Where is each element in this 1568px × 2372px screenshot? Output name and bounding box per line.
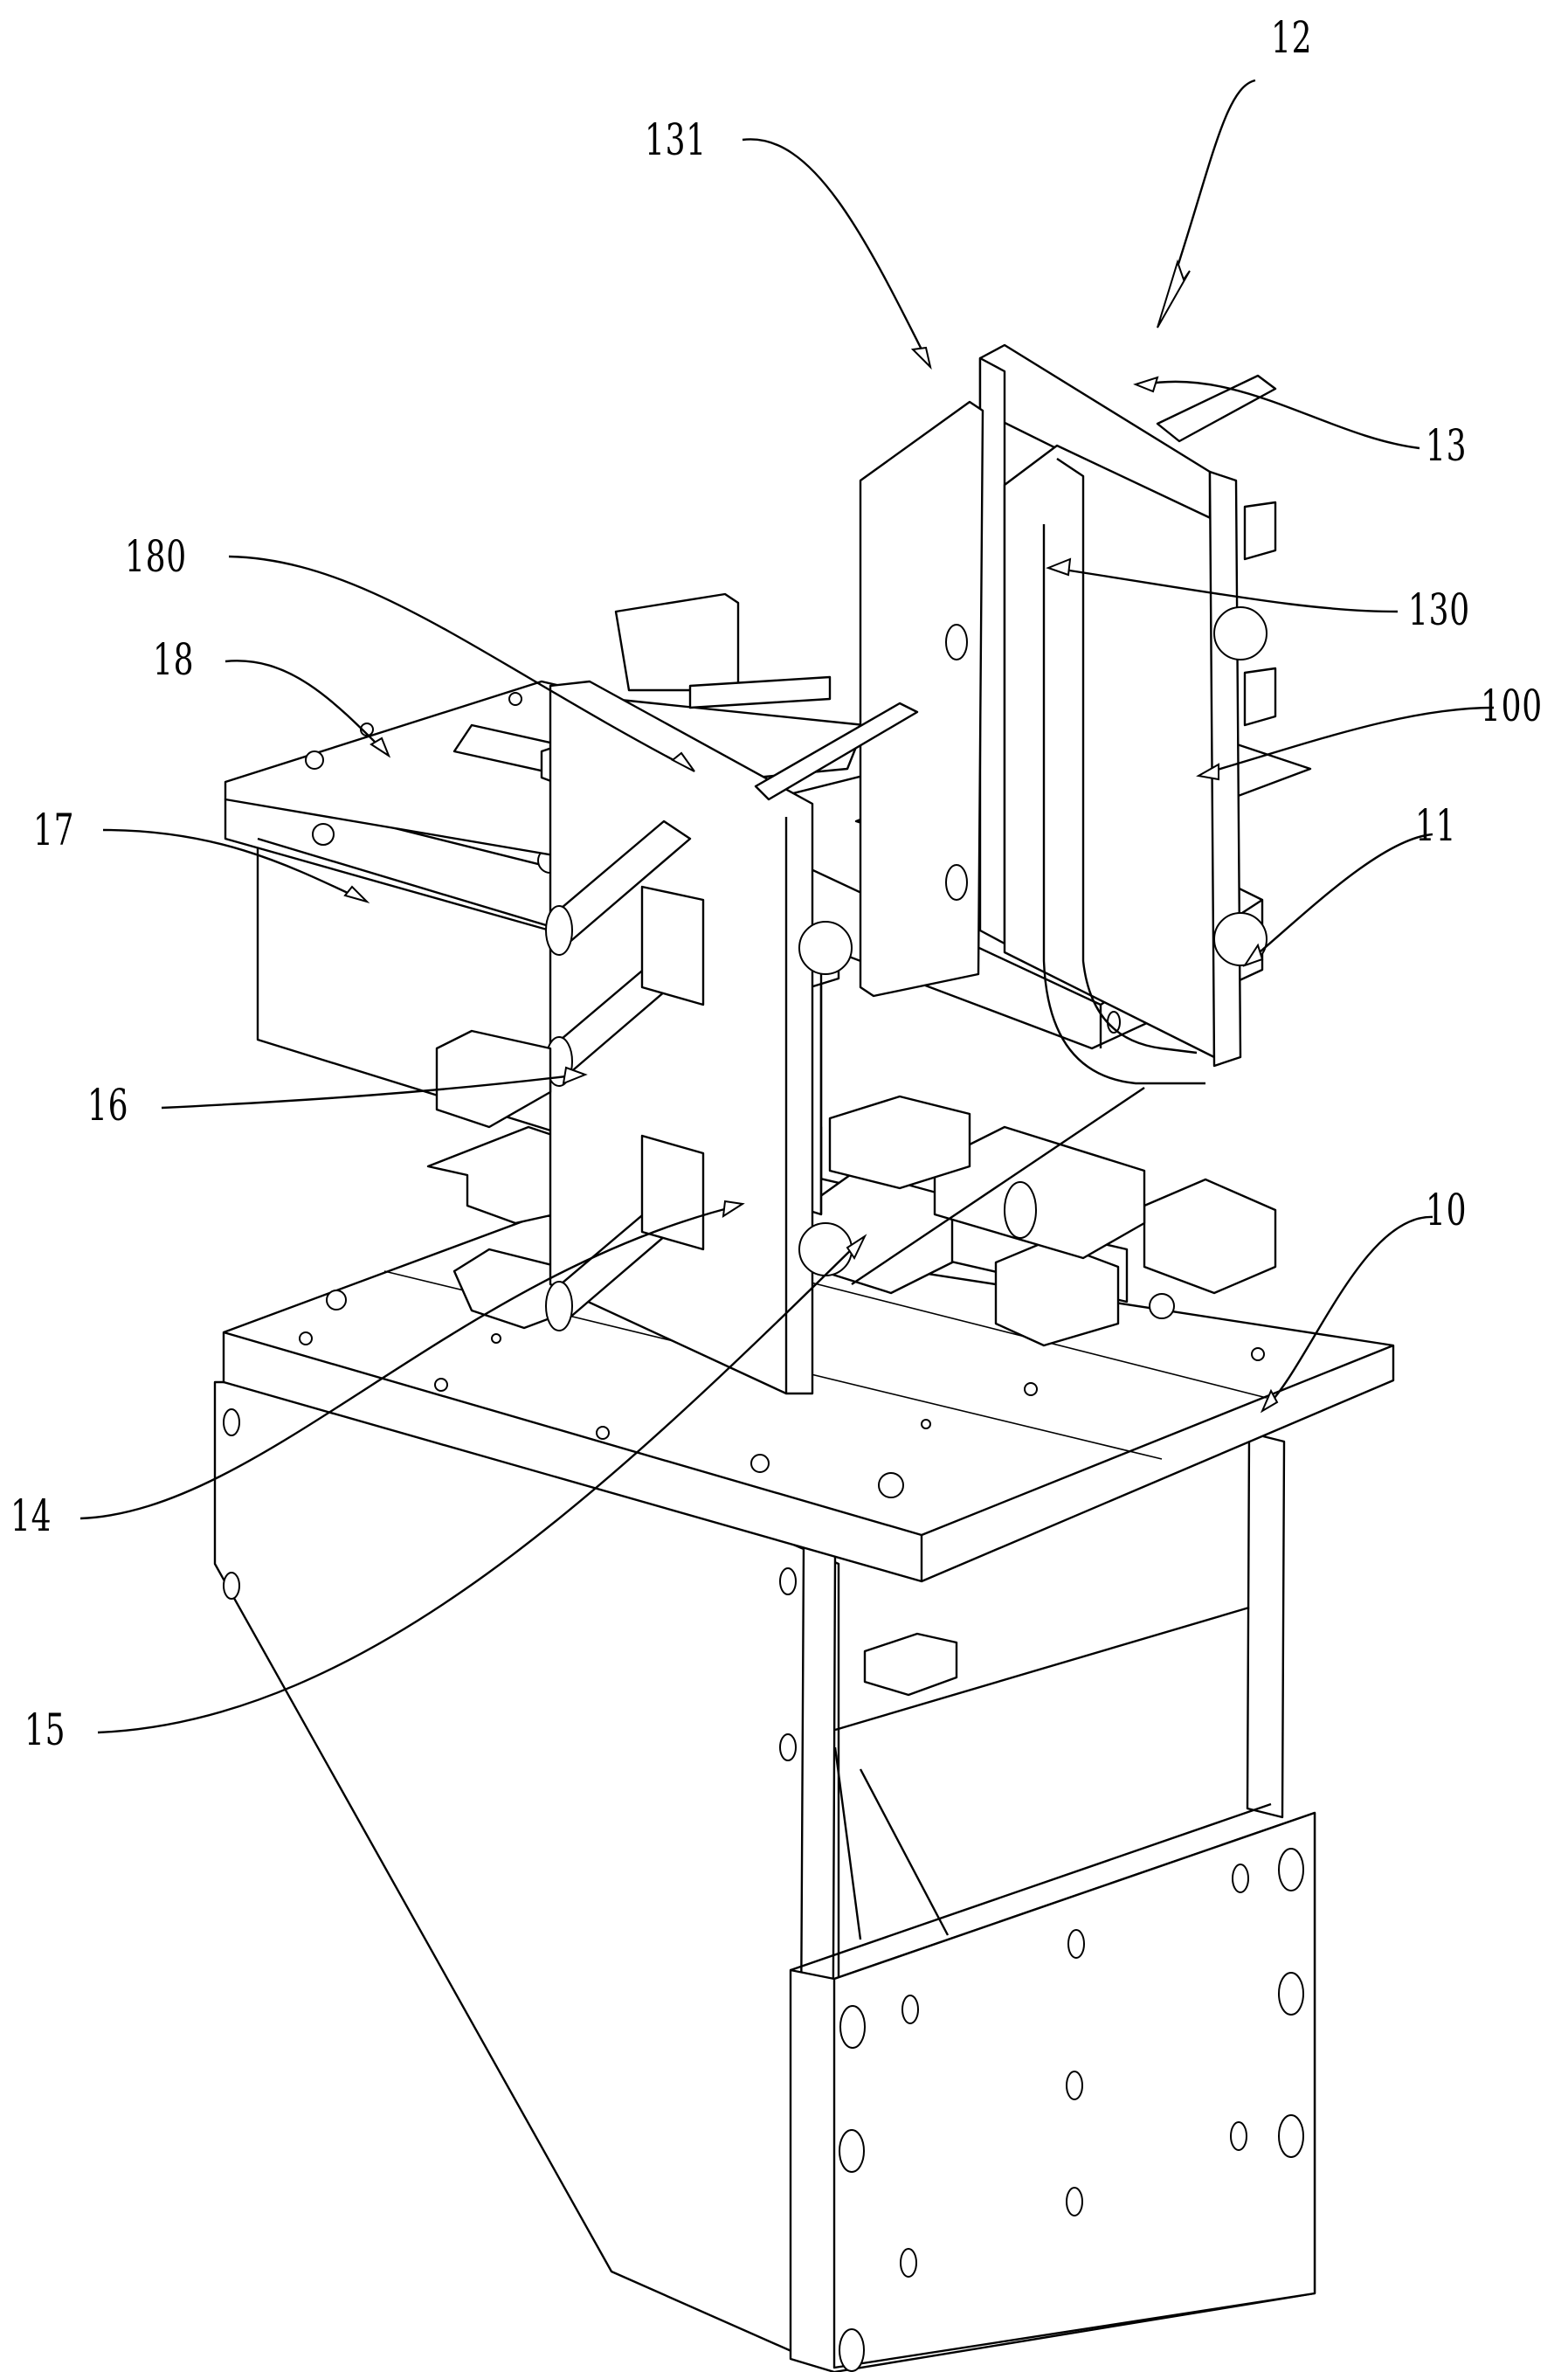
base-stand [213,1380,1316,2372]
label-10: 10 [1426,1185,1468,1235]
leader-15 [97,1240,861,1734]
top-plate-holes [299,1290,1265,1498]
leader-10 [1266,1215,1433,1407]
plate-holes [839,1848,1304,2372]
label-14: 14 [10,1490,52,1541]
label-18: 18 [153,634,195,685]
label-180: 180 [125,531,187,582]
leader-14 [79,1204,739,1520]
leader-16 [161,1073,582,1110]
leader-18 [224,660,385,752]
leader-130 [1052,566,1399,613]
leader-lines [79,79,1495,1734]
leader-180 [228,555,691,771]
leader-13 [1143,380,1420,450]
label-11: 11 [1415,800,1457,851]
label-17: 17 [33,805,75,855]
arrow-12 [1157,259,1191,328]
label-130: 130 [1408,584,1470,635]
label-15: 15 [24,1705,66,1755]
label-12: 12 [1271,12,1313,63]
leader-131 [742,138,932,368]
label-100: 100 [1481,681,1543,731]
label-131: 131 [645,114,707,165]
leader-17 [102,828,363,902]
leader-11 [1248,833,1433,962]
label-13: 13 [1426,420,1468,471]
leader-100 [1205,706,1495,775]
label-16: 16 [87,1080,129,1131]
leader-12 [1160,79,1256,315]
